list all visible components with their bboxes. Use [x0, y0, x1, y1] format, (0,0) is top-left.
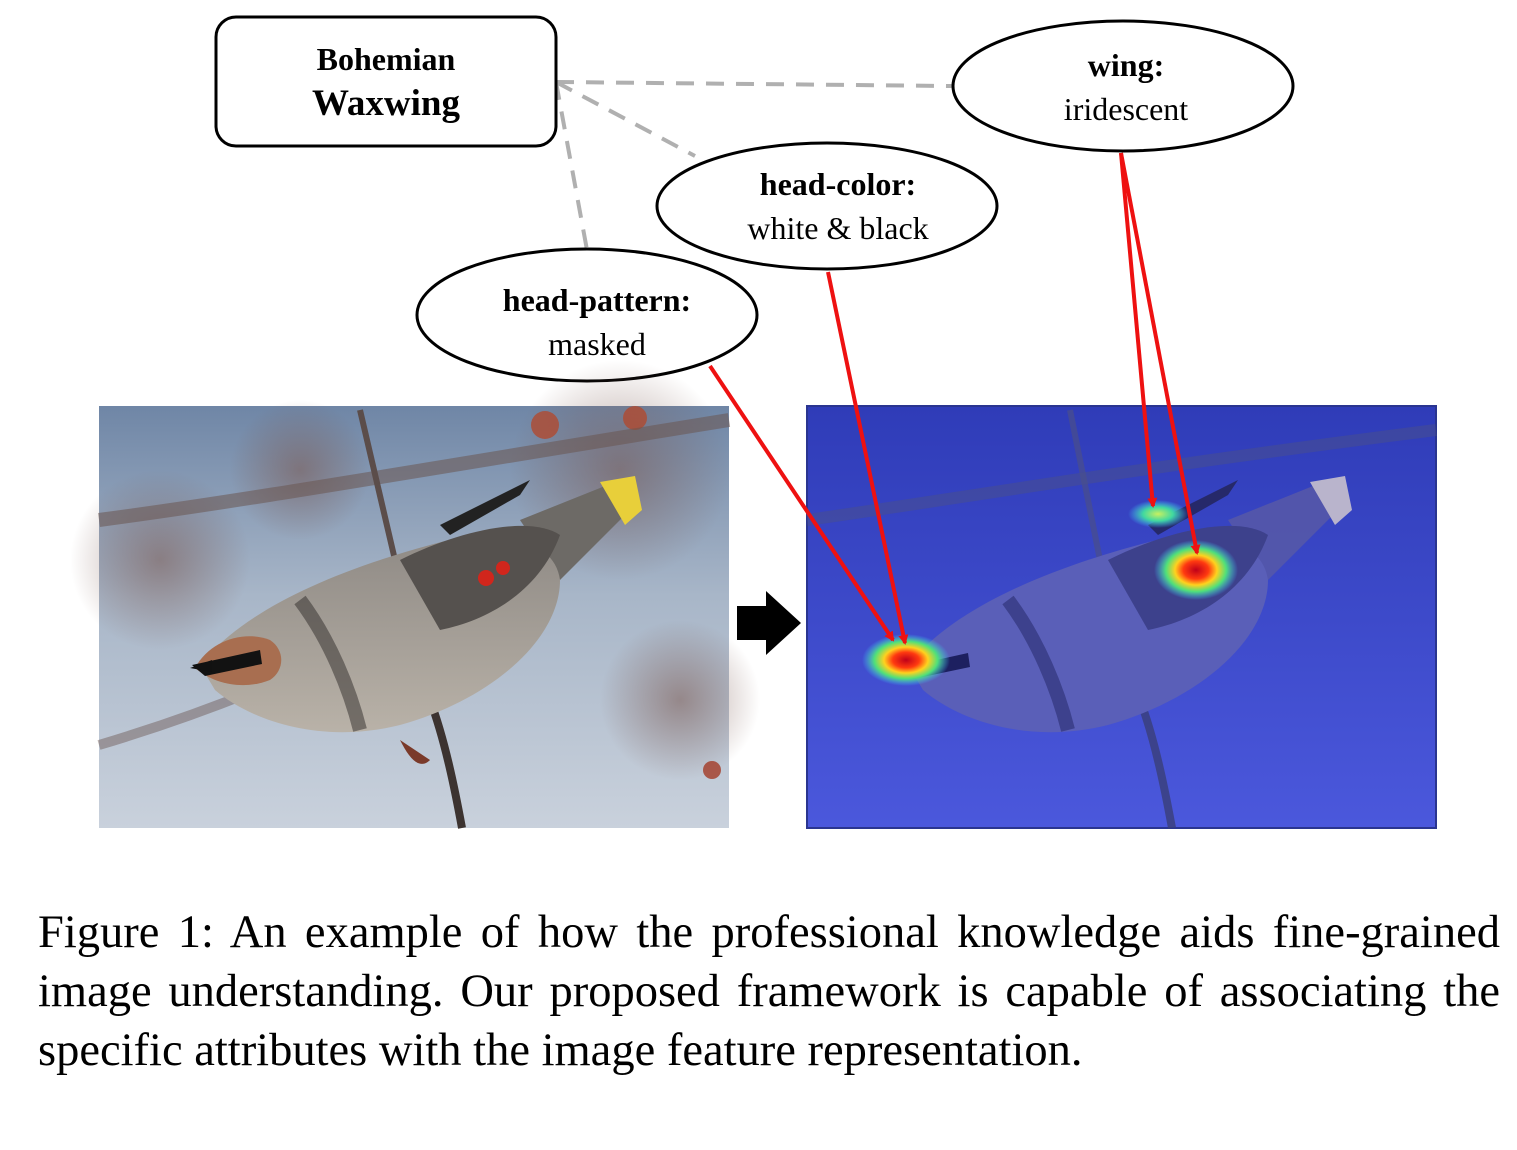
input-bird-photo — [70, 360, 760, 829]
attribute-value-head-color: white & black — [747, 210, 928, 246]
figure-diagram: Bohemian Waxwing wing: iridescent head-c… — [70, 15, 1437, 829]
arrow-wing-1 — [1119, 152, 1158, 508]
attention-heatmap-image — [806, 405, 1437, 829]
attribute-node-wing: wing: iridescent — [951, 19, 1295, 153]
link-to-wing — [555, 80, 953, 88]
attribute-name-head-pattern: head-pattern: — [503, 282, 691, 318]
attribute-ellipse-wing — [951, 19, 1295, 153]
caption-label: Figure 1: — [38, 907, 214, 958]
attribute-node-head-color: head-color: white & black — [655, 141, 999, 271]
attention-arrows — [708, 152, 1201, 645]
class-node: Bohemian Waxwing — [214, 15, 558, 148]
class-node-line2: Waxwing — [312, 83, 461, 124]
dashed-links — [554, 80, 953, 251]
attribute-value-wing: iridescent — [1064, 91, 1189, 127]
class-node-line1: Bohemian — [317, 41, 456, 77]
class-node-box — [214, 15, 558, 148]
link-to-head-pattern — [554, 81, 589, 251]
attribute-name-wing: wing: — [1088, 47, 1164, 83]
arrow-wing-2 — [1119, 152, 1201, 555]
link-to-head-color — [555, 80, 696, 158]
figure-caption: Figure 1: An example of how the professi… — [38, 903, 1500, 1080]
attribute-name-head-color: head-color: — [760, 166, 916, 202]
attribute-node-head-pattern: head-pattern: masked — [415, 247, 759, 383]
attribute-ellipse-head-color — [655, 141, 999, 271]
arrow-head-color — [826, 271, 909, 645]
arrow-head-pattern — [708, 364, 895, 642]
attribute-value-head-pattern: masked — [548, 326, 646, 362]
caption-text: An example of how the professional knowl… — [38, 907, 1500, 1076]
arrow-right-icon — [737, 591, 801, 655]
